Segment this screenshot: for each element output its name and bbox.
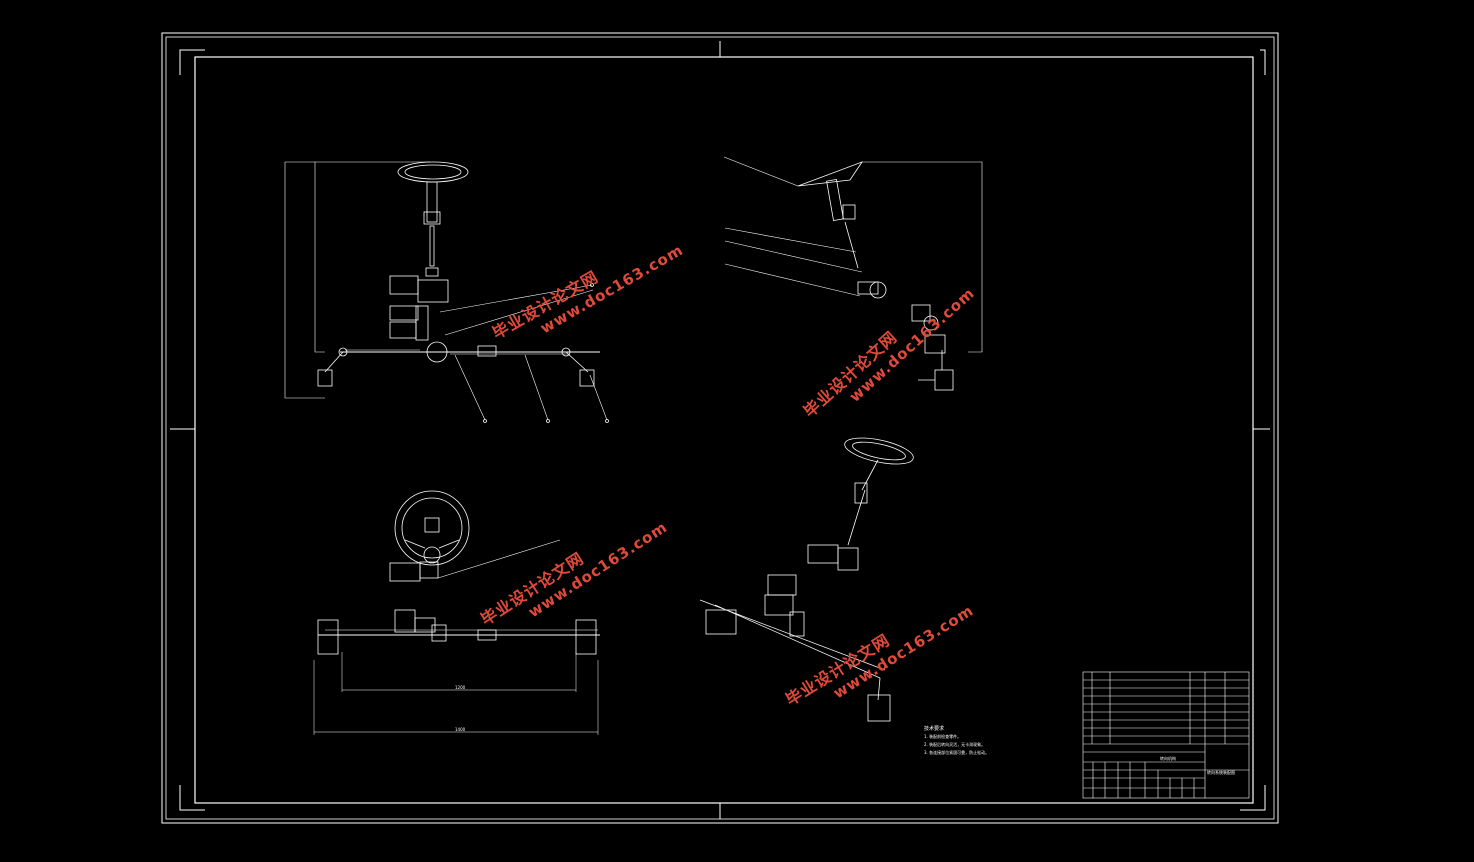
part-name-text: 转向机构 — [1160, 755, 1176, 761]
drawing-name-text: 转向系统装配图 — [1207, 769, 1235, 775]
bottom-left-view — [313, 490, 600, 735]
tech-req-item: 2. 装配后转向灵活，无卡滞现象。 — [924, 742, 986, 747]
title-block — [1082, 671, 1250, 799]
technical-requirements: 技术要求 1. 装配前检查零件。 2. 装配后转向灵活，无卡滞现象。 3. 各连… — [924, 725, 989, 757]
svg-text:1400: 1400 — [455, 727, 466, 732]
tech-req-item: 1. 装配前检查零件。 — [924, 734, 962, 739]
top-left-view — [284, 161, 609, 423]
svg-text:1200: 1200 — [455, 685, 466, 690]
bottom-right-view — [699, 437, 914, 722]
drawing-border — [194, 56, 1254, 804]
top-right-view — [723, 156, 983, 391]
outer-frame — [161, 32, 1279, 824]
tech-req-title: 技术要求 — [924, 726, 945, 732]
tech-req-item: 3. 各连接部位紧固可靠，防止松动。 — [924, 750, 990, 755]
